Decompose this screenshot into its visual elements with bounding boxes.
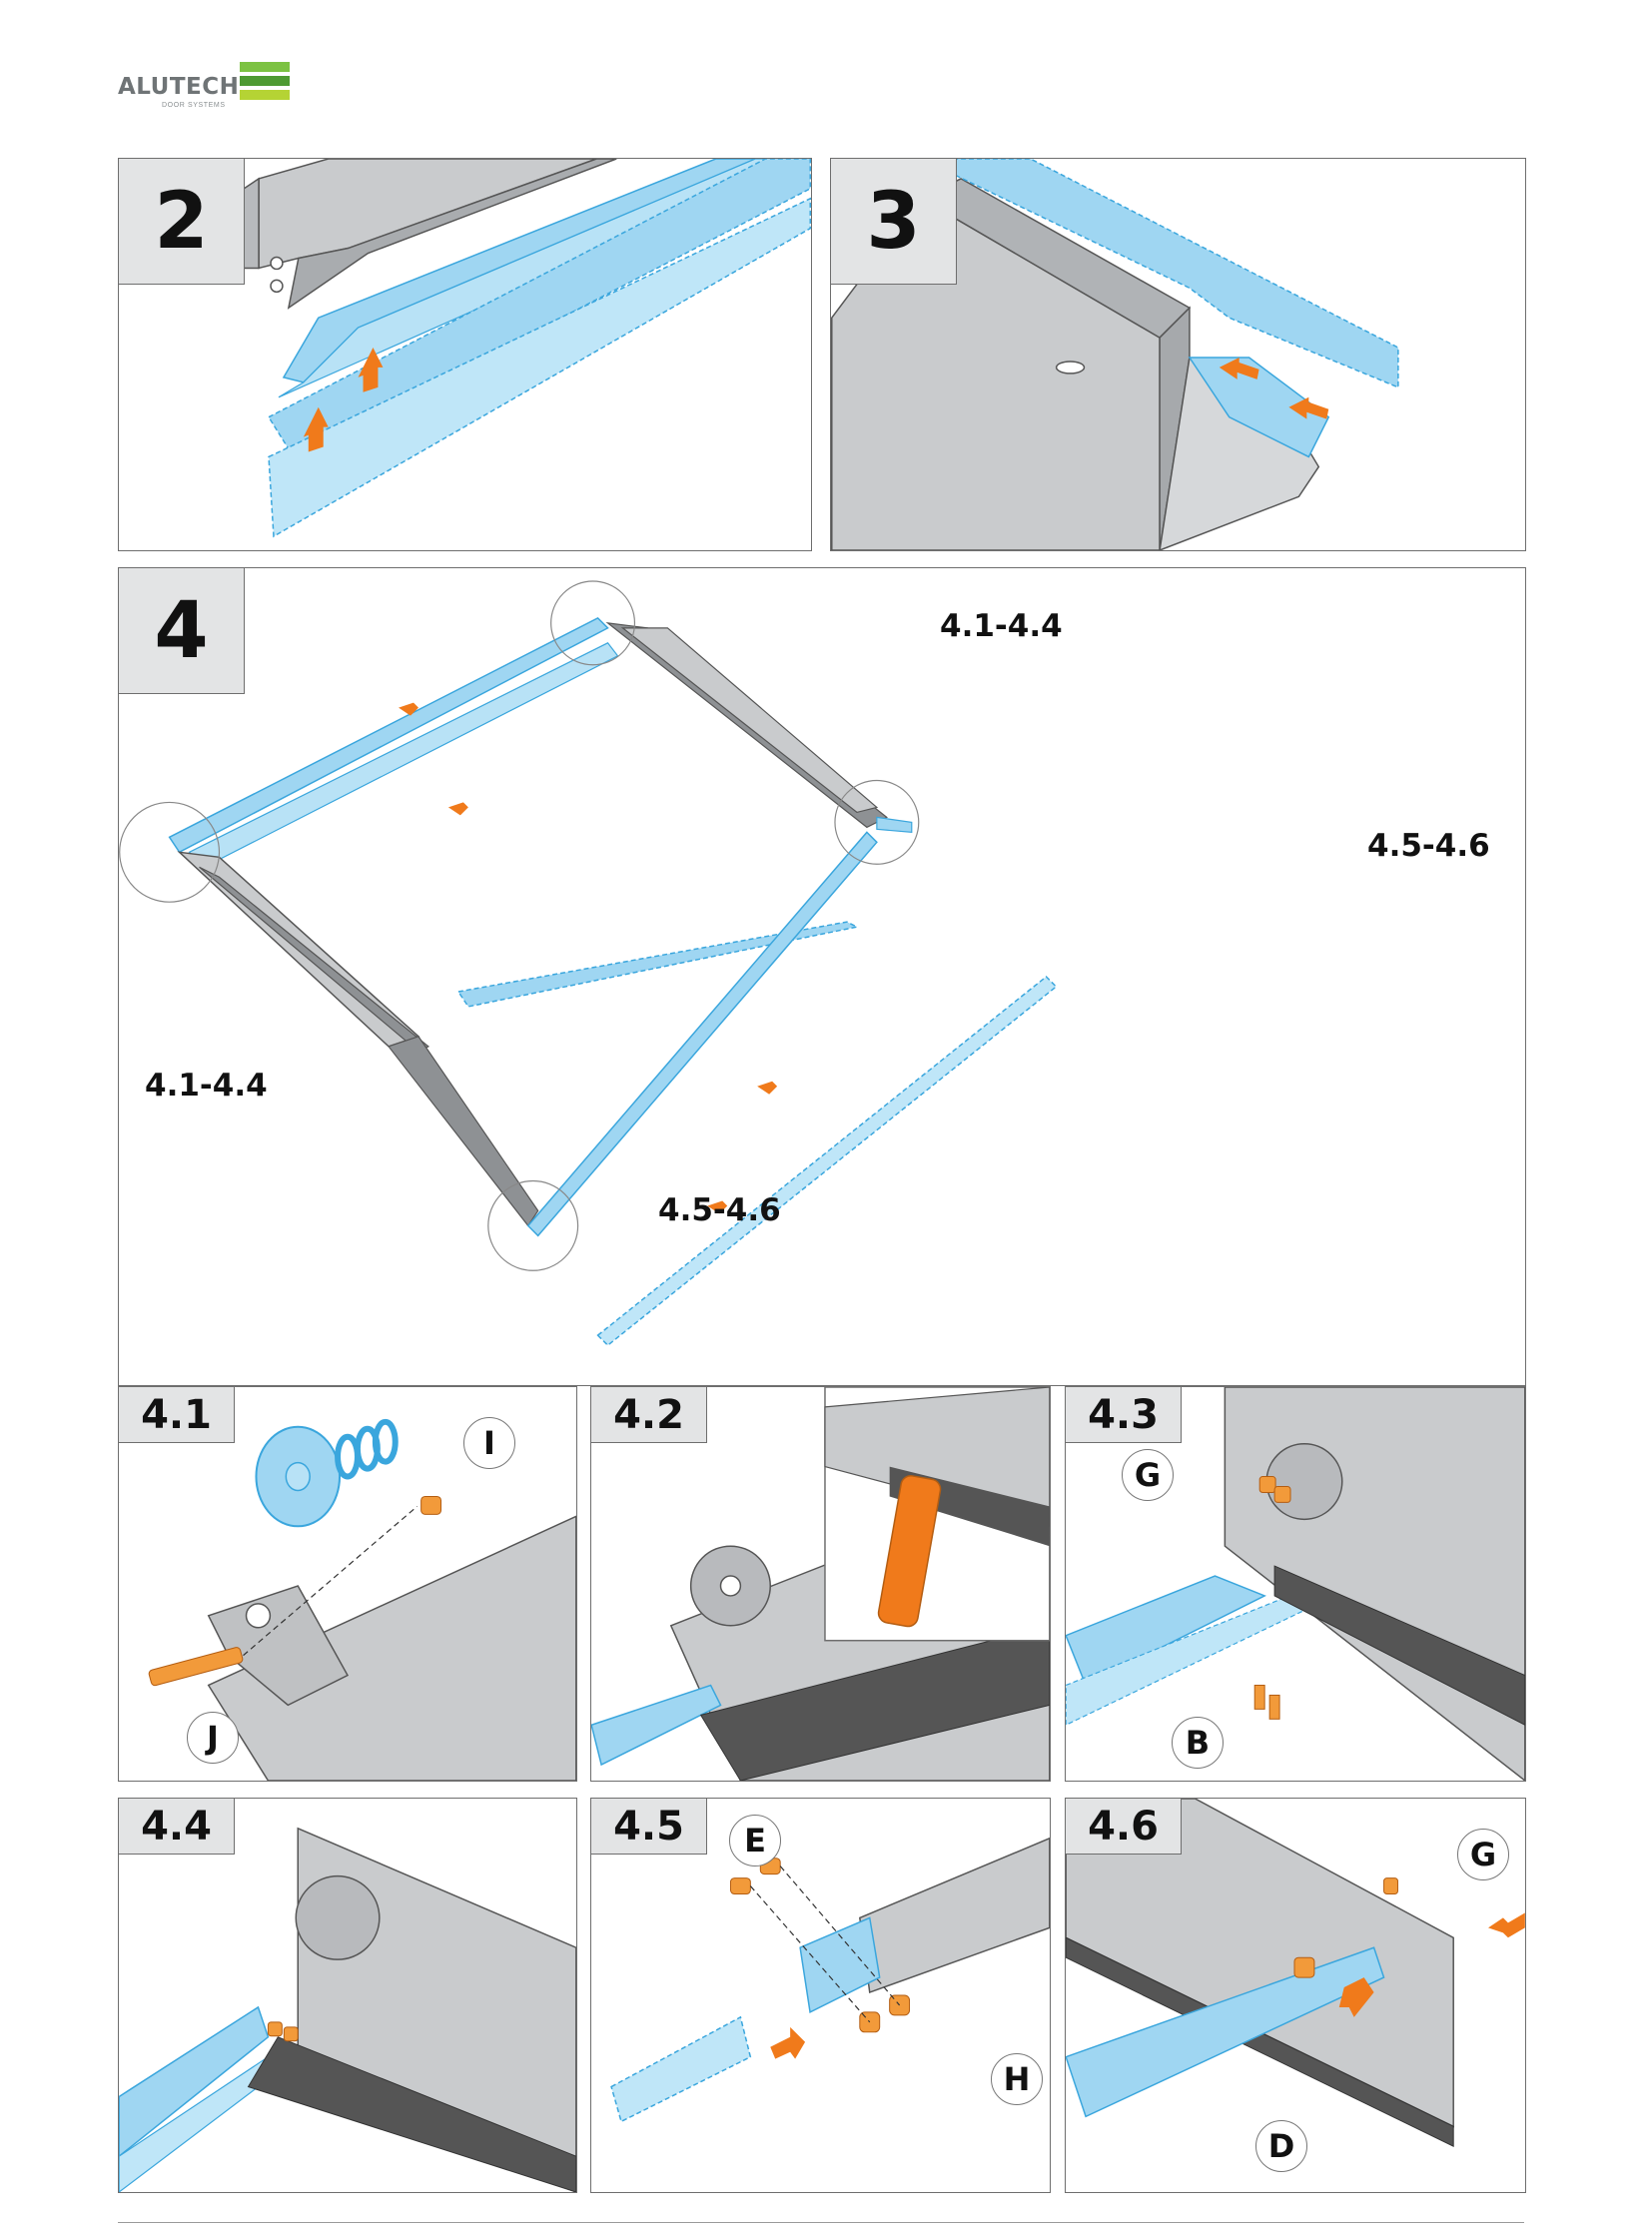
callout-bottom-corner: 4.5-4.6 <box>658 1192 781 1228</box>
callout-top-right-pulley: 4.1-4.4 <box>940 608 1063 644</box>
step-4-5-illustration <box>610 1837 1050 2123</box>
brand-tagline: DOOR SYSTEMS <box>162 102 226 109</box>
step-2-panel: 2 <box>118 158 812 551</box>
logo-stripes-icon <box>240 62 290 108</box>
step-4-5-number: 4.5 <box>591 1799 707 1855</box>
step-4-6-illustration <box>1066 1799 1525 2148</box>
step-2-number: 2 <box>119 159 245 285</box>
part-label-g: G <box>1122 1449 1174 1501</box>
part-label-b: B <box>1172 1717 1224 1769</box>
step-4-3-number: 4.3 <box>1066 1387 1182 1443</box>
step-3-number: 3 <box>831 159 957 285</box>
callout-left-corner: 4.1-4.4 <box>145 1068 268 1104</box>
step-4-number: 4 <box>119 568 245 694</box>
step-4-3-illustration <box>1066 1387 1525 1781</box>
part-label-j: J <box>187 1712 239 1764</box>
step-4-1-number: 4.1 <box>119 1387 235 1443</box>
step-3-illustration <box>831 159 1399 550</box>
step-4-1-panel: 4.1 I J <box>118 1386 577 1782</box>
utility-knife-icon <box>877 1475 942 1628</box>
step-4-panel: 4 4.1-4.4 4.5-4.6 4.1-4.4 4.5-4.6 <box>118 567 1526 1386</box>
step-2-illustration <box>243 159 811 538</box>
step-4-4-panel: 4.4 <box>118 1798 577 2193</box>
right-arrow-icon <box>770 2026 806 2059</box>
step-4-4-number: 4.4 <box>119 1799 235 1855</box>
step-4-3-panel: 4.3 G B <box>1065 1386 1526 1782</box>
step-4-6-panel: 4.6 G D <box>1065 1798 1526 2193</box>
up-arrow-icon <box>358 348 384 392</box>
brand-name: ALUTECH <box>118 74 240 100</box>
part-label-e: E <box>729 1815 781 1866</box>
up-arrow-icon <box>303 406 329 452</box>
step-4-6-number: 4.6 <box>1066 1799 1182 1855</box>
nut-i <box>420 1495 442 1515</box>
part-label-i: I <box>463 1417 515 1469</box>
step-4-1-illustration <box>148 1418 576 1781</box>
left-arrow-icon <box>1488 1912 1525 1938</box>
callout-right-corner: 4.5-4.6 <box>1367 828 1490 864</box>
step-4-frame-illustration <box>119 580 1058 1347</box>
left-arrow-icon <box>1288 396 1329 419</box>
footer-divider <box>118 2222 1524 2223</box>
left-arrow-icon <box>1219 357 1259 379</box>
step-4-2-panel: 4.2 <box>590 1386 1051 1782</box>
step-3-panel: 3 <box>830 158 1526 551</box>
step-4-2-number: 4.2 <box>591 1387 707 1443</box>
part-label-d: D <box>1255 2120 1307 2172</box>
part-label-h: H <box>991 2053 1043 2105</box>
step-4-4-illustration <box>119 1827 576 2192</box>
up-arrow-icon <box>1338 1977 1374 2017</box>
part-label-g: G <box>1457 1829 1509 1880</box>
step-4-5-panel: 4.5 E H <box>590 1798 1051 2193</box>
step-4-2-illustration <box>591 1387 1050 1781</box>
alutech-logo: ALUTECH DOOR SYSTEMS <box>118 62 298 114</box>
bolt-j <box>148 1647 244 1687</box>
